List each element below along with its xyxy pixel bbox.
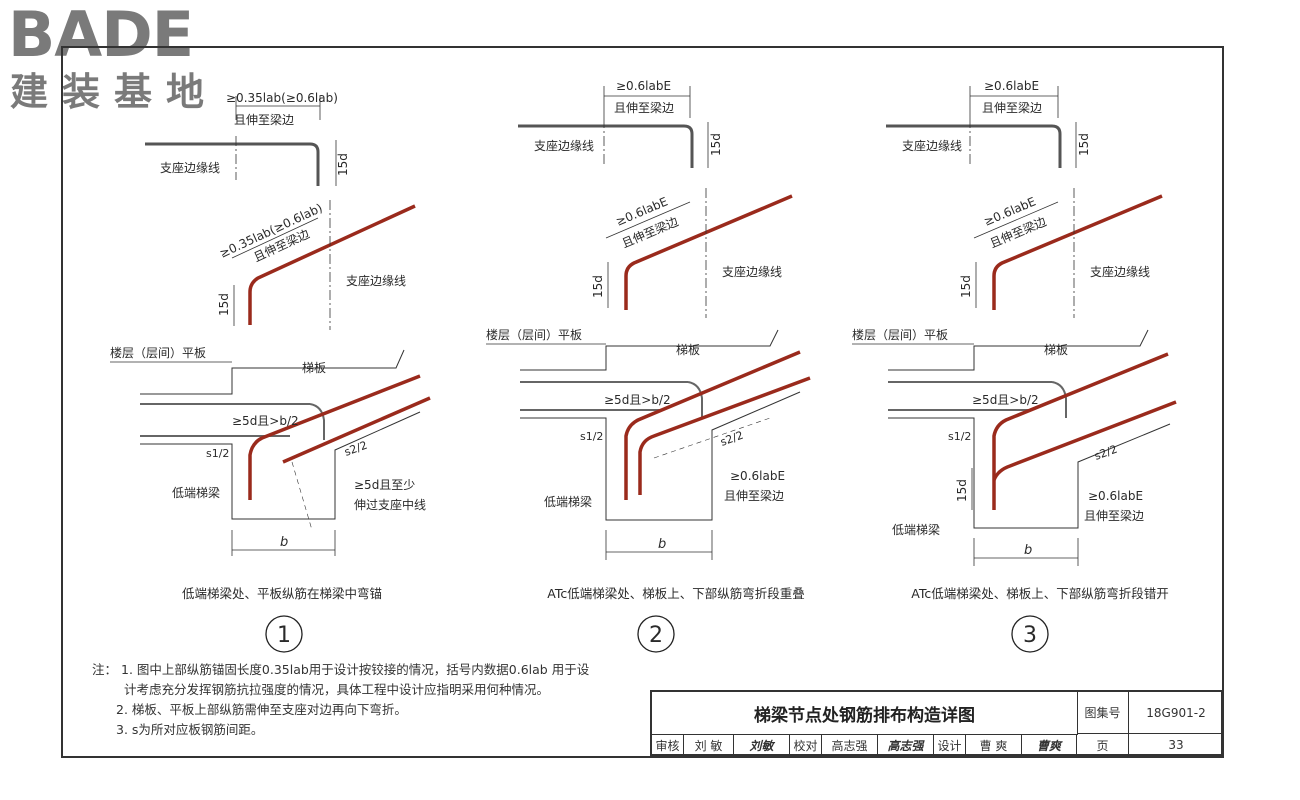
drawing-title: 梯梁节点处钢筋排布构造详图 (652, 692, 1078, 735)
note-1a: 注： 1. 图中上部纵筋锚固长度0.35lab用于设计按铰接的情况，括号内数据0… (92, 660, 652, 680)
d2-extend-bot-label: 且伸至梁边 (724, 488, 784, 503)
d3-lap-label: ≥5d且>b/2 (972, 393, 1039, 407)
d3-beam-label: 低端梯梁 (892, 522, 940, 537)
d1-beam-label: 低端梯梁 (172, 485, 220, 500)
d3-support-line-top: 支座边缘线 (902, 138, 962, 153)
d2-15d-mid: 15d (591, 275, 605, 298)
note-1a-text: 1. 图中上部纵筋锚固长度0.35lab用于设计按铰接的情况，括号内数据0.6l… (121, 662, 590, 677)
d3-number-circle (1011, 615, 1049, 653)
note-2: 2. 梯板、平板上部纵筋需伸至支座对边再向下弯折。 (116, 702, 407, 717)
d3-extend-bot-label: 且伸至梁边 (1084, 508, 1144, 523)
title-block: 梯梁节点处钢筋排布构造详图 图集号 18G901-2 审核 刘 敏 刘敏 校对 … (650, 690, 1223, 756)
d2-support-line-mid: 支座边缘线 (722, 264, 782, 279)
d1-lap-label: ≥5d且>b/2 (232, 414, 299, 428)
d2-number: 2 (649, 623, 663, 648)
designer-signature: 曹爽 (1022, 734, 1077, 756)
d2-support-line-top: 支座边缘线 (534, 138, 594, 153)
d2-15d-top: 15d (709, 133, 723, 156)
checker-signature: 高志强 (878, 734, 934, 756)
d3-anchor-top-label: ≥0.6labE (984, 79, 1039, 93)
checker-name: 高志强 (822, 734, 878, 756)
atlas-number: 18G901-2 (1129, 692, 1223, 734)
d1-caption: 低端梯梁处、平板纵筋在梯梁中弯锚 (182, 586, 382, 601)
d1-number-circle (265, 615, 303, 653)
d3-anchor-bot-label: ≥0.6labE (1088, 489, 1143, 503)
designer-name: 曹 爽 (966, 734, 1022, 756)
notes: 注： 1. 图中上部纵筋锚固长度0.35lab用于设计按铰接的情况，括号内数据0… (92, 660, 652, 740)
page-label: 页 (1077, 734, 1129, 756)
d3-15d-bot: 15d (955, 479, 969, 502)
d2-anchor-top-label: ≥0.6labE (616, 79, 671, 93)
sheet-frame (61, 46, 1224, 758)
d1-b-label: b (280, 535, 288, 550)
logo-chinese-name: 建装基地 (10, 70, 219, 114)
logo-wordmark: BADE (8, 0, 194, 71)
check-label: 校对 (790, 734, 822, 756)
d3-support-line-mid: 支座边缘线 (1090, 264, 1150, 279)
d1-anchor-top-label: ≥0.35lab(≥0.6lab) (226, 91, 338, 105)
d1-extend-top-label: 且伸至梁边 (234, 112, 294, 127)
d1-support-line-mid: 支座边缘线 (346, 273, 406, 288)
page-number: 33 (1168, 738, 1184, 752)
note-1b: 计考虑充分发挥钢筋抗拉强度的情况，具体工程中设计应指明采用何种情况。 (124, 682, 550, 697)
d1-beyond-label-1: ≥5d且至少 (354, 478, 415, 492)
d2-beam-label: 低端梯梁 (544, 494, 592, 509)
d3-15d-top: 15d (1077, 133, 1091, 156)
d1-15d-mid: 15d (217, 293, 231, 316)
d2-s1-label: s1/2 (580, 430, 603, 443)
d3-number: 3 (1023, 623, 1037, 648)
d1-15d-top: 15d (336, 153, 350, 176)
d2-caption: ATc低端梯梁处、梯板上、下部纵筋弯折段重叠 (547, 586, 804, 601)
d2-lap-label: ≥5d且>b/2 (604, 393, 671, 407)
d2-number-circle (637, 615, 675, 653)
d3-extend-top-label: 且伸至梁边 (982, 100, 1042, 115)
d2-floor-slab-label: 楼层（层间）平板 (486, 327, 582, 342)
d2-stair-slab-label: 梯板 (676, 343, 700, 357)
d3-s1-label: s1/2 (948, 430, 971, 443)
d2-s2-label: s2/2 (719, 429, 745, 449)
d1-beyond-label-2: 伸过支座中线 (354, 497, 426, 512)
d3-stair-slab-label: 梯板 (1044, 343, 1068, 357)
d2-extend-top-label: 且伸至梁边 (614, 100, 674, 115)
d1-s2-label: s2/2 (343, 439, 369, 459)
d3-15d-mid: 15d (959, 275, 973, 298)
d1-s1-label: s1/2 (206, 447, 229, 460)
d1-floor-slab-label: 楼层（层间）平板 (110, 345, 206, 360)
notes-prefix: 注： (92, 662, 118, 677)
d2-b-label: b (658, 537, 666, 552)
detail-1: ≥0.35lab(≥0.6lab) 且伸至梁边 支座边缘线 15d ≥0.35l… (110, 91, 431, 653)
review-label: 审核 (652, 734, 684, 756)
d1-support-line-top: 支座边缘线 (160, 160, 220, 175)
design-label: 设计 (934, 734, 966, 756)
note-3: 3. s为所对应板钢筋间距。 (116, 722, 264, 737)
atlas-label: 图集号 (1077, 692, 1129, 734)
detail-3: ≥0.6labE 且伸至梁边 支座边缘线 15d ≥0.6labE 且伸至梁边 … (852, 79, 1177, 653)
d3-floor-slab-label: 楼层（层间）平板 (852, 327, 948, 342)
reviewer-name: 刘 敏 (684, 734, 734, 756)
detail-2: ≥0.6labE 且伸至梁边 支座边缘线 15d ≥0.6labE 且伸至梁边 … (486, 79, 811, 653)
d3-caption: ATc低端梯梁处、梯板上、下部纵筋弯折段错开 (911, 586, 1168, 601)
d1-number: 1 (277, 623, 291, 648)
reviewer-signature: 刘敏 (734, 734, 790, 756)
d2-anchor-bot-label: ≥0.6labE (730, 469, 785, 483)
d3-s2-label: s2/2 (1093, 443, 1119, 463)
d3-b-label: b (1024, 543, 1032, 558)
